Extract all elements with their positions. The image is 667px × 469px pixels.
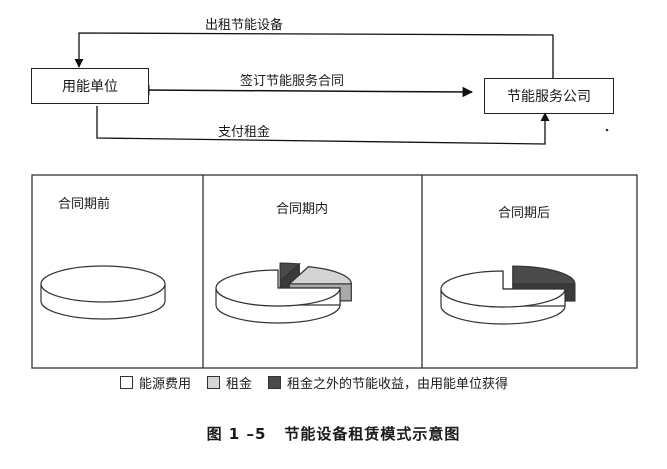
figure-title: 节能设备租赁模式示意图 (284, 425, 461, 443)
energy-user-label: 用能单位 (62, 79, 118, 95)
figure-caption: 图 1 –5 节能设备租赁模式示意图 (0, 423, 667, 444)
energy-service-company-label: 节能服务公司 (507, 89, 591, 105)
flow-connectors (74, 32, 609, 145)
legend-label-energy: 能源费用 (139, 377, 192, 392)
panel-title-after: 合同期后 (498, 206, 551, 221)
arrow-contract (138, 84, 474, 98)
pie-slice-top (287, 266, 352, 285)
pie-slice-top (40, 265, 166, 303)
legend-item-rent: 租金 (207, 373, 252, 392)
legend-item-savings: 租金之外的节能收益，由用能单位获得 (268, 373, 508, 392)
panel-title-during: 合同期内 (276, 202, 329, 217)
pay-rent-label: 支付租金 (218, 125, 271, 140)
energy-service-company-box: 节能服务公司 (484, 78, 614, 114)
speck (605, 128, 609, 132)
arrow-lease-equipment (74, 32, 554, 86)
pie-slice (215, 269, 341, 324)
pie-slice (440, 270, 566, 325)
panel-frame (31, 174, 638, 369)
lease-equipment-label: 出租节能设备 (205, 18, 284, 33)
legend-swatch-energy (120, 376, 133, 389)
pie-slice-top (440, 270, 566, 308)
legend-swatch-savings (268, 376, 282, 389)
figure-number: 图 1 –5 (206, 425, 267, 443)
legend-label-savings: 租金之外的节能收益，由用能单位获得 (287, 377, 509, 392)
pie-slice (40, 265, 166, 320)
arrow-pay-rent (96, 106, 550, 145)
panel-title-before: 合同期前 (58, 197, 111, 212)
contract-label: 签订节能服务合同 (240, 74, 345, 89)
legend-swatch-rent (207, 376, 221, 389)
legend-item-energy: 能源费用 (120, 373, 191, 392)
energy-user-box: 用能单位 (31, 68, 149, 104)
legend: 能源费用 租金 租金之外的节能收益，由用能单位获得 (120, 373, 524, 392)
legend-label-rent: 租金 (226, 377, 253, 392)
pie-slice-top (215, 269, 341, 307)
pie-slice-top (512, 265, 576, 285)
pie-slice-top (279, 262, 301, 283)
